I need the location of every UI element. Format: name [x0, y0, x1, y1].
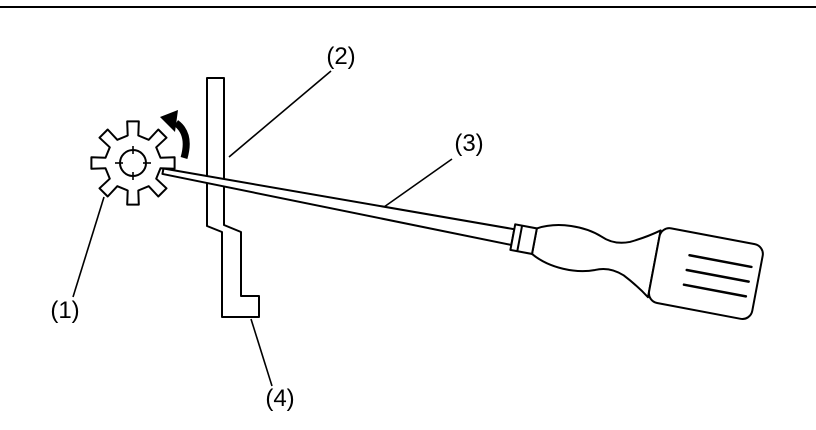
label-part-3: (3)	[454, 130, 483, 157]
rotation-arrow-tail	[173, 120, 190, 159]
ferrule-ring-line	[516, 225, 524, 252]
screwdriver-ferrule	[509, 223, 538, 255]
screwdriver-handle-neck	[531, 224, 662, 299]
leader-line-part3	[383, 158, 453, 208]
bracket-body	[206, 77, 260, 318]
rotation-arrow-icon	[160, 110, 190, 159]
leader-line-part1	[72, 196, 105, 298]
rotation-arrow-head	[160, 110, 178, 132]
grip-flute-line	[688, 253, 753, 269]
grip-flute-line	[685, 268, 750, 283]
star-wheel-adjuster	[90, 120, 176, 206]
grip-flute-line	[682, 283, 748, 298]
adjuster-bracket	[206, 77, 260, 318]
label-part-4: (4)	[265, 385, 294, 412]
leader-line-part4	[250, 318, 273, 387]
label-part-1: (1)	[50, 297, 79, 324]
label-part-2: (2)	[326, 43, 355, 70]
leader-line-part2	[228, 70, 332, 158]
screwdriver-tool	[161, 167, 764, 320]
